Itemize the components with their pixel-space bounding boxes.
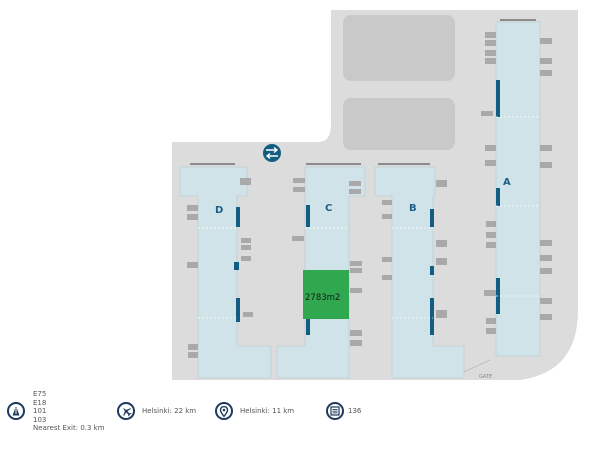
roof-markers <box>190 19 536 165</box>
roads-list: E75 E18 101 103 Nearest Exit: 0.3 km <box>33 390 105 433</box>
road-101: 101 <box>33 407 47 415</box>
unit-area-label: 2783m2 <box>305 293 340 303</box>
airport-distance: Helsinki: 22 km <box>142 407 197 415</box>
highway-icon <box>7 402 25 420</box>
building-b[interactable]: B <box>374 166 465 379</box>
parking-lot-south <box>343 98 455 150</box>
location-pin-icon <box>215 402 233 420</box>
highlighted-unit-2783m2[interactable]: 2783m2 <box>303 270 349 319</box>
road-e75: E75 <box>33 390 47 398</box>
nearest-exit: Nearest Exit: 0.3 km <box>33 424 105 432</box>
building-a-label: A <box>503 177 511 188</box>
gate-road <box>463 359 491 373</box>
road-e18: E18 <box>33 398 47 407</box>
building-d-label: D <box>215 205 223 216</box>
building-a[interactable]: A <box>495 21 541 357</box>
building-c-label: C <box>325 203 332 214</box>
unit-count: 136 <box>348 407 362 415</box>
building-b-label: B <box>409 203 417 214</box>
site-plan-map: D C 2783m2 B A <box>172 10 578 380</box>
two-way-traffic-icon <box>263 144 281 162</box>
city-distance: Helsinki: 11 km <box>240 407 295 415</box>
road-103: 103 <box>33 415 47 424</box>
building-list-icon <box>326 402 344 420</box>
parking-lot-north <box>343 15 455 81</box>
building-d[interactable]: D <box>179 166 272 379</box>
loading-docks <box>187 32 552 358</box>
airplane-icon <box>117 402 135 420</box>
gate-label: GATE <box>479 374 492 380</box>
